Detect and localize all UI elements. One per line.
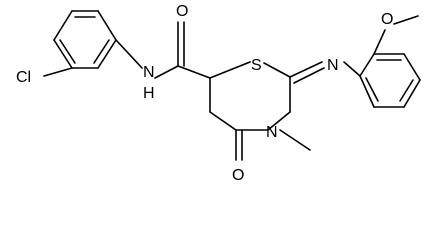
amide-nitrogen-label: N: [143, 64, 155, 81]
bond: [53, 39, 73, 69]
c-cl-bond: [43, 67, 73, 77]
o-methyl-bond: [393, 15, 419, 25]
chlorophenyl-ring: [53, 10, 117, 69]
bond: [209, 111, 237, 131]
bond: [97, 10, 117, 41]
imine-nitrogen-label: N: [327, 57, 339, 74]
chlorine-label: Cl: [16, 69, 31, 86]
aromatic-inner-bond: [365, 77, 379, 102]
atom-labels: Cl N H O S N N O O: [16, 3, 393, 184]
bond: [209, 61, 251, 79]
c-c-bond: [177, 65, 211, 79]
ring-oxygen-label: O: [232, 167, 244, 184]
bond: [359, 75, 375, 108]
bond: [97, 39, 117, 69]
c-o-bond: [373, 29, 386, 55]
amide-oxygen-label: O: [176, 3, 188, 20]
amide-hydrogen-label: H: [143, 85, 155, 102]
thiazinane-ring: [209, 61, 291, 131]
bond: [359, 53, 375, 77]
ring-sulfur-label: S: [251, 57, 262, 74]
c-n-bond: [115, 39, 143, 69]
bond: [403, 79, 421, 108]
bond: [267, 111, 291, 131]
bond: [263, 62, 291, 78]
bond: [53, 10, 73, 41]
aromatic-inner-bond: [59, 39, 76, 64]
imine-bond: [289, 61, 323, 78]
aromatic-inner-bond: [399, 79, 414, 102]
n-c-bond: [154, 65, 179, 79]
imine-bond-second: [293, 67, 325, 84]
aromatic-inner-bond: [93, 39, 110, 64]
n-aryl-bond: [343, 61, 361, 77]
molecule-diagram: Cl N H O S N N O O: [16, 3, 421, 184]
methoxy-oxygen-label: O: [381, 11, 393, 28]
n-methyl-bond: [279, 129, 311, 151]
bond: [403, 53, 421, 81]
ring-nitrogen-label: N: [266, 124, 278, 141]
methoxyphenyl-ring: [359, 53, 421, 108]
structure-drawing: Cl N H O S N N O O: [16, 3, 421, 184]
